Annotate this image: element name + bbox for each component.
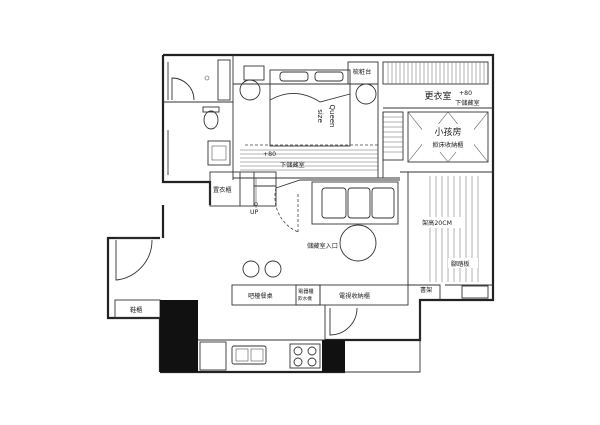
master-bedroom: 梳粧台 Queen size +80 下儲藏室 bbox=[233, 61, 400, 179]
walk-in-closet: 更衣室 +80 下儲藏室 bbox=[382, 61, 493, 109]
storage-door-swing bbox=[274, 187, 299, 233]
walkin-raised-label: +80 bbox=[459, 90, 472, 97]
dining-and-tv: 吧檯餐桌 電器櫃 飲水機 電視收納櫃 bbox=[231, 260, 409, 306]
lamp-icon bbox=[355, 83, 377, 105]
tv-cabinet-label: 電視收納櫃 bbox=[339, 292, 370, 300]
water-dispenser-label: 飲水機 bbox=[298, 295, 312, 302]
burner-icon bbox=[307, 357, 317, 367]
study-area: 架高20CM 腳踏板 書架 bbox=[407, 172, 493, 300]
burner-icon bbox=[307, 346, 317, 356]
bed-size-label: size bbox=[316, 109, 324, 123]
toilet-icon bbox=[203, 110, 219, 130]
stairs: 置衣櫃 UP bbox=[209, 171, 277, 216]
kids-room-label: 小孩房 bbox=[434, 126, 461, 138]
step-board-label: 腳踏板 bbox=[451, 260, 470, 268]
partition-wall bbox=[275, 179, 400, 189]
walkin-closet-label: 更衣室 bbox=[424, 90, 451, 102]
entry-door-swing bbox=[115, 239, 153, 281]
step-board bbox=[461, 285, 489, 299]
vanity-label: 梳粧台 bbox=[353, 68, 372, 76]
sofa-cushion bbox=[347, 187, 371, 219]
tv-cabinet bbox=[319, 284, 409, 306]
appliance-cabinet-label: 電器櫃 bbox=[298, 287, 314, 295]
nightstand bbox=[243, 65, 265, 81]
burner-icon bbox=[293, 346, 303, 356]
storage-entrance-label: 儲藏室入口 bbox=[307, 242, 338, 250]
bookshelf-label: 書架 bbox=[420, 286, 432, 294]
bed-blanket bbox=[269, 93, 351, 103]
bath-shelf bbox=[217, 59, 231, 101]
entry: 鞋櫃 bbox=[114, 237, 198, 372]
kitchen-sink bbox=[231, 345, 267, 365]
bar-table-label: 吧檯餐桌 bbox=[248, 292, 273, 300]
bar-table bbox=[231, 284, 321, 306]
balcony-door-swing bbox=[329, 307, 358, 336]
living-room: 儲藏室入口 bbox=[274, 179, 400, 262]
stair-block bbox=[209, 171, 277, 207]
appliance-cabinet bbox=[295, 284, 321, 306]
coffee-table bbox=[339, 224, 377, 262]
queen-bed bbox=[269, 83, 351, 147]
bed-raised-label: +80 bbox=[263, 151, 276, 158]
pillow-right bbox=[314, 71, 344, 82]
kids-wardrobe bbox=[382, 111, 404, 161]
kids-room: 小孩房 掀床收納櫃 bbox=[382, 111, 493, 178]
kids-storage-label: 掀床收納櫃 bbox=[433, 141, 464, 149]
pillow-left bbox=[279, 71, 309, 82]
kitchen bbox=[198, 339, 345, 372]
wardrobe-label: 置衣櫃 bbox=[213, 186, 232, 194]
bar-stool bbox=[242, 260, 260, 278]
burner-icon bbox=[293, 357, 303, 367]
drain-icon bbox=[204, 75, 210, 81]
walkin-storage-label: 下儲藏室 bbox=[455, 99, 480, 107]
vanity-table bbox=[347, 61, 379, 85]
fridge bbox=[199, 341, 227, 371]
balcony bbox=[324, 305, 421, 373]
sofa-cushion bbox=[371, 187, 395, 219]
stove bbox=[289, 343, 321, 369]
bed-size-label: Queen bbox=[328, 105, 336, 128]
solid-column bbox=[160, 300, 198, 372]
lamp-icon bbox=[239, 79, 261, 101]
shoe-cabinet-label: 鞋櫃 bbox=[130, 306, 142, 314]
sink-icon bbox=[207, 140, 231, 166]
sofa-cushion bbox=[321, 187, 347, 219]
stair-up-label: UP bbox=[250, 209, 259, 216]
raised-floor-label: 架高20CM bbox=[422, 219, 452, 227]
sofa bbox=[311, 181, 399, 225]
solid-column bbox=[322, 340, 345, 372]
bath-door-swing bbox=[171, 77, 195, 101]
bathroom bbox=[163, 55, 234, 180]
bar-stool bbox=[264, 260, 282, 278]
bed-storage-label: 下儲藏室 bbox=[280, 161, 305, 169]
